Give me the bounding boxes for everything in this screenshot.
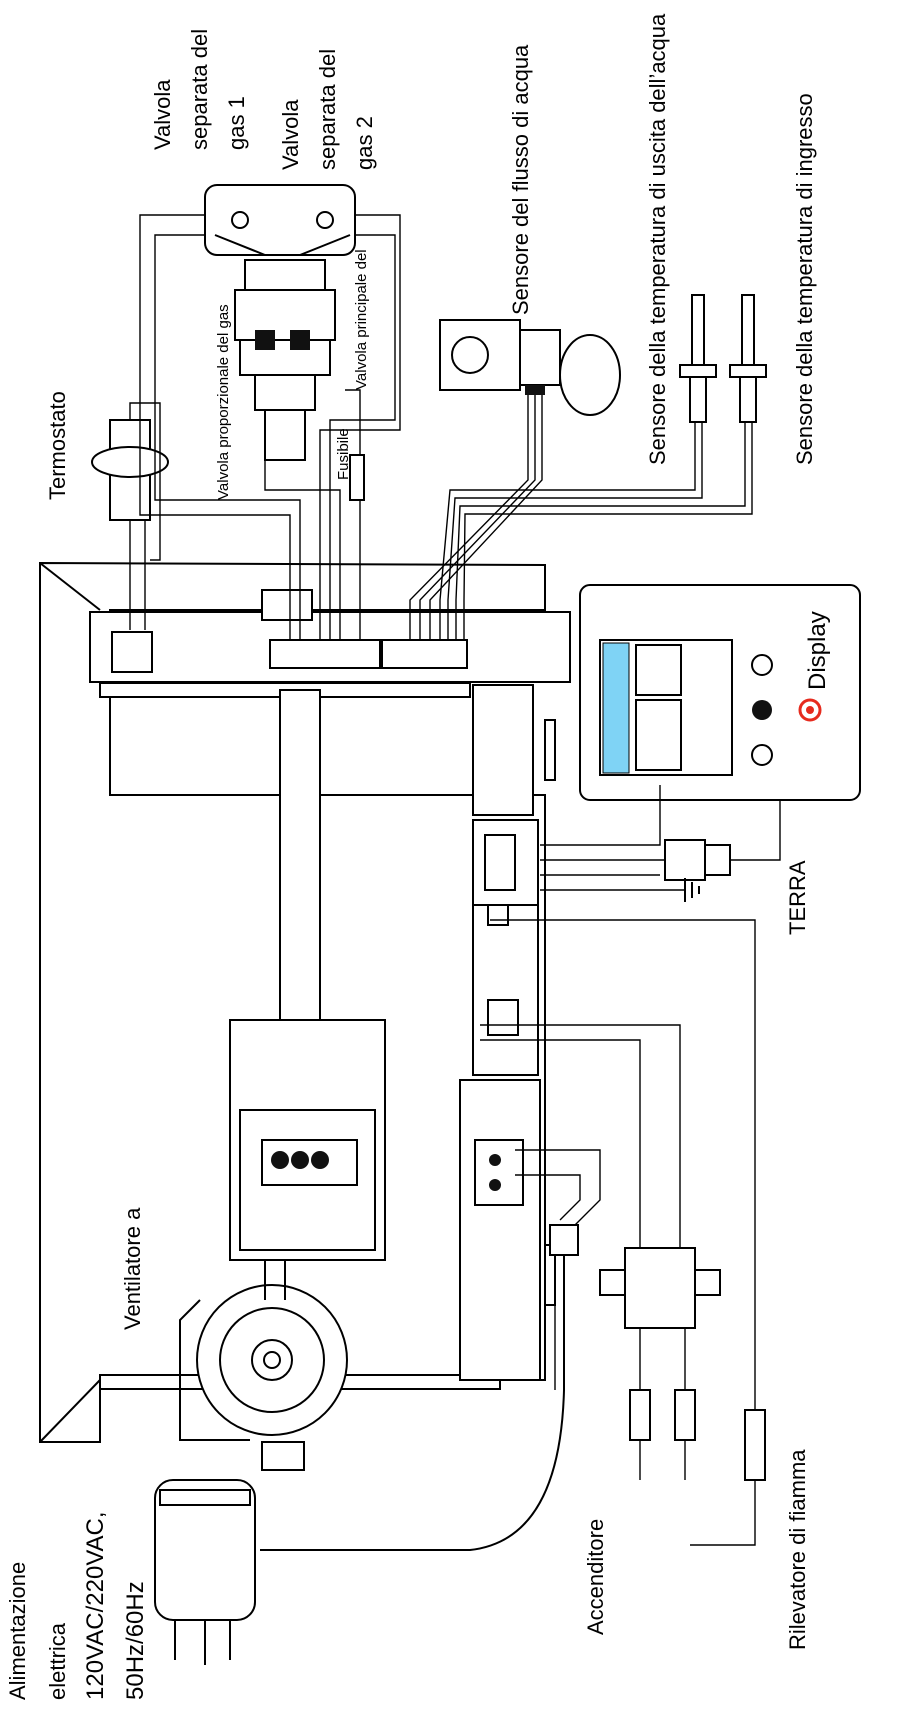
display-wiring bbox=[540, 785, 781, 881]
gas-valve-assembly bbox=[175, 184, 385, 461]
label-valvola-proporzionale: Valvola proporzionale del gas bbox=[215, 304, 232, 500]
label-gas2-line2: separata del bbox=[315, 49, 340, 170]
label-sensore-ingresso: Sensore della temperatura di ingresso bbox=[792, 93, 817, 465]
label-accenditore: Accenditore bbox=[583, 1519, 608, 1635]
flame-detector bbox=[490, 919, 766, 1546]
controller-board bbox=[89, 589, 571, 683]
right-column bbox=[459, 684, 541, 1381]
label-fusibile: Fusibile bbox=[335, 428, 352, 480]
label-alimentazione-3: 120VAC/220VAC, bbox=[82, 1511, 109, 1700]
label-valvola-principale: Valvola principale del bbox=[353, 249, 370, 390]
label-alimentazione-1: Alimentazione bbox=[5, 1562, 30, 1700]
label-gas1-line2: separata del bbox=[187, 29, 212, 150]
label-rilevatore: Rilevatore di fiamma bbox=[785, 1449, 810, 1650]
labels: Alimentazione elettrica 120VAC/220VAC, 5… bbox=[5, 13, 831, 1700]
duct bbox=[279, 689, 321, 1021]
power-plug bbox=[154, 1479, 256, 1665]
temperature-sensors bbox=[439, 294, 767, 640]
label-terra: TERRA bbox=[785, 860, 810, 935]
label-display: Display bbox=[804, 611, 831, 690]
label-gas1-line1: Valvola bbox=[150, 79, 175, 150]
label-sensore-uscita: Sensore della temperatura di uscita dell… bbox=[645, 13, 670, 465]
ignitor bbox=[260, 1024, 721, 1551]
thermostat bbox=[91, 402, 169, 630]
label-ventilatore: Ventilatore a bbox=[120, 1207, 145, 1330]
label-gas2-line1: Valvola bbox=[278, 99, 303, 170]
label-sensore-flusso: Sensore del flusso di acqua bbox=[508, 44, 533, 315]
ground-symbol bbox=[540, 878, 700, 902]
label-gas2-line3: gas 2 bbox=[352, 116, 377, 170]
display-panel bbox=[579, 584, 861, 801]
label-termostato: Termostato bbox=[45, 391, 70, 500]
label-gas1-line3: gas 1 bbox=[224, 96, 249, 150]
label-alimentazione-4: 50Hz/60Hz bbox=[122, 1581, 149, 1700]
blower-fan bbox=[179, 1260, 348, 1441]
flow-sensor bbox=[409, 319, 621, 640]
valve-wiring bbox=[139, 214, 401, 640]
center-unit bbox=[229, 1019, 386, 1261]
label-alimentazione-2: elettrica bbox=[45, 1622, 70, 1700]
